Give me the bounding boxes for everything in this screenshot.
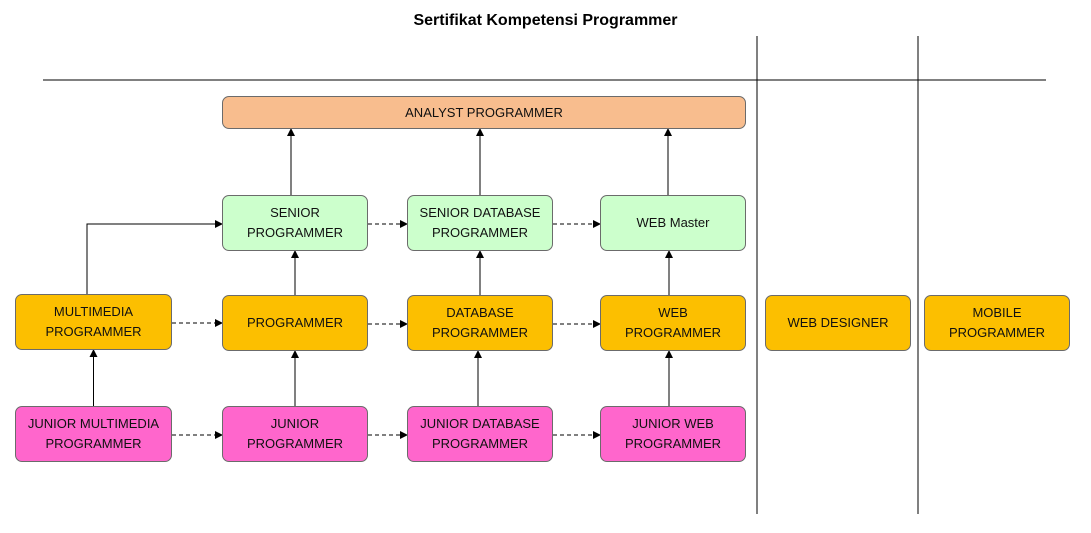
node-web-master: WEB Master [600,195,746,251]
node-senior-database-programmer: SENIOR DATABASE PROGRAMMER [407,195,553,251]
node-mobile-programmer: MOBILE PROGRAMMER [924,295,1070,351]
node-web-programmer: WEB PROGRAMMER [600,295,746,351]
node-junior-database-programmer: JUNIOR DATABASE PROGRAMMER [407,406,553,462]
node-junior-web-programmer: JUNIOR WEB PROGRAMMER [600,406,746,462]
edge-multimedia-programmer-to-senior-programmer [86,220,223,294]
node-junior-multimedia-programmer: JUNIOR MULTIMEDIA PROGRAMMER [15,406,172,462]
node-junior-programmer: JUNIOR PROGRAMMER [222,406,368,462]
node-web-designer: WEB DESIGNER [765,295,911,351]
node-multimedia-programmer: MULTIMEDIA PROGRAMMER [15,294,172,350]
edge-group [86,128,673,439]
node-programmer: PROGRAMMER [222,295,368,351]
diagram-title: Sertifikat Kompetensi Programmer [413,12,678,29]
node-senior-programmer: SENIOR PROGRAMMER [222,195,368,251]
node-analyst-programmer: ANALYST PROGRAMMER [222,96,746,129]
node-database-programmer: DATABASE PROGRAMMER [407,295,553,351]
